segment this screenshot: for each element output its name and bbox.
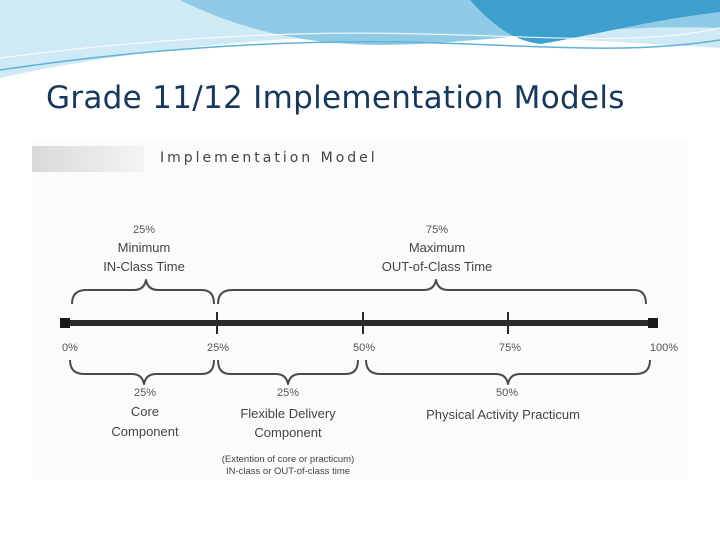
header-wave-line: [0, 39, 720, 71]
bottom-note-extension: (Extention of core or practicum): [222, 454, 355, 465]
timeline-bar: [62, 320, 658, 326]
top-label-maximum: Maximum: [409, 240, 465, 255]
bottom-percent-core: 25%: [134, 387, 156, 399]
bottom-label-core-component: Component: [111, 424, 179, 439]
timeline-start-cap: [60, 318, 70, 328]
bottom-label-flexible-component: Component: [254, 425, 322, 440]
bottom-brace-practicum: [365, 359, 651, 385]
bottom-percent-flexible: 25%: [277, 387, 299, 399]
top-label-in-class-time: IN-Class Time: [103, 259, 185, 274]
timeline-end-cap: [648, 318, 658, 328]
header-wave-line-2: [0, 27, 720, 59]
header-gradient-bar: [32, 146, 144, 172]
slide-title: Grade 11/12 Implementation Models: [46, 80, 625, 116]
top-percent-out-of-class: 75%: [426, 224, 448, 236]
bottom-note-in-out-class: IN-class or OUT-of-class time: [226, 466, 350, 477]
tick-label-0: 0%: [62, 342, 78, 354]
bottom-percent-practicum: 50%: [496, 387, 518, 399]
tick-label-50: 50%: [353, 342, 375, 354]
top-brace-out-of-class: [217, 279, 647, 305]
implementation-model-diagram: Implementation Model 25% Minimum IN-Clas…: [32, 142, 688, 480]
top-label-out-of-class-time: OUT-of-Class Time: [382, 259, 493, 274]
figure-background: [32, 142, 688, 480]
top-label-minimum: Minimum: [118, 240, 171, 255]
bottom-brace-flexible: [217, 359, 359, 385]
tick-label-25: 25%: [207, 342, 229, 354]
top-brace-in-class: [71, 279, 215, 305]
bottom-label-core: Core: [131, 404, 159, 419]
bottom-label-flexible-delivery: Flexible Delivery: [240, 406, 336, 421]
tick-label-100: 100%: [650, 342, 678, 354]
header-wave-dark: [470, 0, 720, 44]
top-percent-in-class: 25%: [133, 224, 155, 236]
implementation-model-figure: Implementation Model 25% Minimum IN-Clas…: [32, 142, 688, 480]
tick-label-75: 75%: [499, 342, 521, 354]
bottom-brace-core: [69, 359, 215, 385]
diagram-header: Implementation Model: [160, 150, 378, 166]
bottom-label-practicum: Physical Activity Practicum: [426, 407, 580, 422]
